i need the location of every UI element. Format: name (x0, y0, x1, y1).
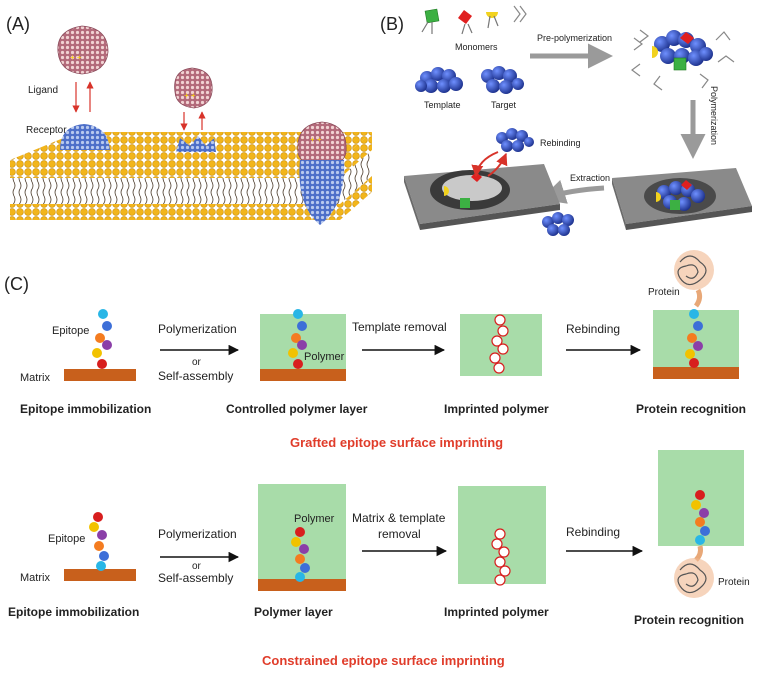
epitope-chain-embedded (288, 309, 307, 369)
matrix-label-2: Matrix (20, 572, 50, 584)
extraction-label: Extraction (570, 173, 610, 183)
rebinding-arrow-in (471, 151, 499, 178)
panel-c-tag: (C) (4, 274, 29, 294)
svg-text:+ +: + + (310, 135, 322, 144)
epitope-label-2: Epitope (48, 533, 85, 545)
caption-imprinted-polymer: Imprinted polymer (444, 402, 549, 416)
lipid-bilayer (10, 132, 372, 220)
svg-text:+ +: + + (70, 53, 82, 62)
monomers-label: Monomers (455, 42, 498, 52)
polymerization-label: Polymerization (709, 86, 719, 145)
prepolymer-complex (631, 29, 735, 91)
target-label: Target (491, 100, 517, 110)
imprint-cavities-2 (491, 528, 511, 586)
panel-b: (B) Monomers Template Target Pre-polymer… (380, 5, 752, 236)
protein-blob-2 (674, 545, 714, 598)
caption-protein-recognition: Protein recognition (636, 402, 746, 416)
caption-epitope-immobilization-2: Epitope immobilization (8, 605, 139, 619)
yellow-monomer-icon (486, 12, 498, 18)
panel-c: (C) Matrix Epitope Epitope immobilizatio… (4, 250, 750, 668)
protein-label: Protein (648, 287, 680, 298)
receptor-label: Receptor (26, 125, 67, 136)
caption-polymer-layer: Polymer layer (254, 605, 333, 619)
epitope-chain-2 (89, 512, 109, 571)
caption-epitope-immobilization: Epitope immobilization (20, 402, 151, 416)
crosslinker-icon (513, 5, 527, 23)
rebinding-label: Rebinding (540, 138, 581, 148)
ligand-molecule-2: + + (174, 67, 213, 109)
step-polymerization-label-2: Polymerization (158, 527, 237, 541)
matrix-label: Matrix (20, 372, 50, 384)
polymer-label-2: Polymer (294, 513, 335, 525)
caption-imprinted-polymer-2: Imprinted polymer (444, 605, 549, 619)
template-cluster (415, 67, 463, 93)
rebinding-target (496, 128, 534, 152)
epitope-chain (92, 309, 112, 369)
receptor-molecule-2 (176, 136, 216, 152)
prepolymerization-label: Pre-polymerization (537, 33, 612, 43)
caption-protein-recognition-2: Protein recognition (634, 613, 744, 627)
step-rebinding-label: Rebinding (566, 322, 620, 336)
protein-blob (674, 250, 714, 308)
monomer-icons (421, 5, 527, 35)
red-monomer-icon (458, 10, 472, 24)
step-rebinding-label-2: Rebinding (566, 525, 620, 539)
rebinding-arrow-out (487, 152, 508, 177)
epitope-chain-embedded-2 (291, 527, 310, 582)
polymer-label: Polymer (304, 351, 345, 363)
imprint-cavities (489, 314, 509, 374)
ligand-receptor-complex: + + (297, 121, 347, 225)
panel-a-tag: (A) (6, 14, 30, 34)
template-label: Template (424, 100, 461, 110)
ligand-molecule-1: + + (57, 25, 109, 75)
grafted-row: Matrix Epitope Epitope immobilization Po… (20, 250, 746, 450)
extracted-template (542, 212, 574, 236)
grafted-title: Grafted epitope surface imprinting (290, 435, 503, 450)
green-monomer-icon (424, 8, 440, 24)
step-self-assembly-label: Self-assembly (158, 369, 233, 383)
svg-text:+ +: + + (184, 91, 196, 100)
caption-controlled-polymer-layer: Controlled polymer layer (226, 402, 368, 416)
panel-b-tag: (B) (380, 14, 404, 34)
ligand-label: Ligand (28, 85, 58, 96)
panel-a: (A) + + Ligand Receptor + + (6, 14, 372, 225)
step-self-assembly-label-2: Self-assembly (158, 571, 233, 585)
matrix-bar (64, 369, 136, 381)
step-or-label-2: or (192, 561, 202, 572)
step-removal-label: removal (378, 527, 421, 541)
step-polymerization-label: Polymerization (158, 322, 237, 336)
target-cluster (481, 66, 524, 94)
constrained-title: Constrained epitope surface imprinting (262, 653, 505, 668)
polymer-slab-with-template (612, 168, 752, 230)
bound-epitope-chain-2 (691, 490, 710, 545)
receptor-molecule-1 (60, 124, 110, 150)
step-matrix-template-label: Matrix & template (352, 511, 446, 525)
protein-label-2: Protein (718, 577, 750, 588)
bound-epitope-chain (685, 309, 703, 368)
constrained-row: Matrix Epitope Epitope immobilization Po… (8, 450, 750, 668)
epitope-label: Epitope (52, 325, 89, 337)
step-or-label: or (192, 357, 202, 368)
imprinted-slab (404, 164, 560, 230)
step-template-removal-label: Template removal (352, 320, 447, 334)
